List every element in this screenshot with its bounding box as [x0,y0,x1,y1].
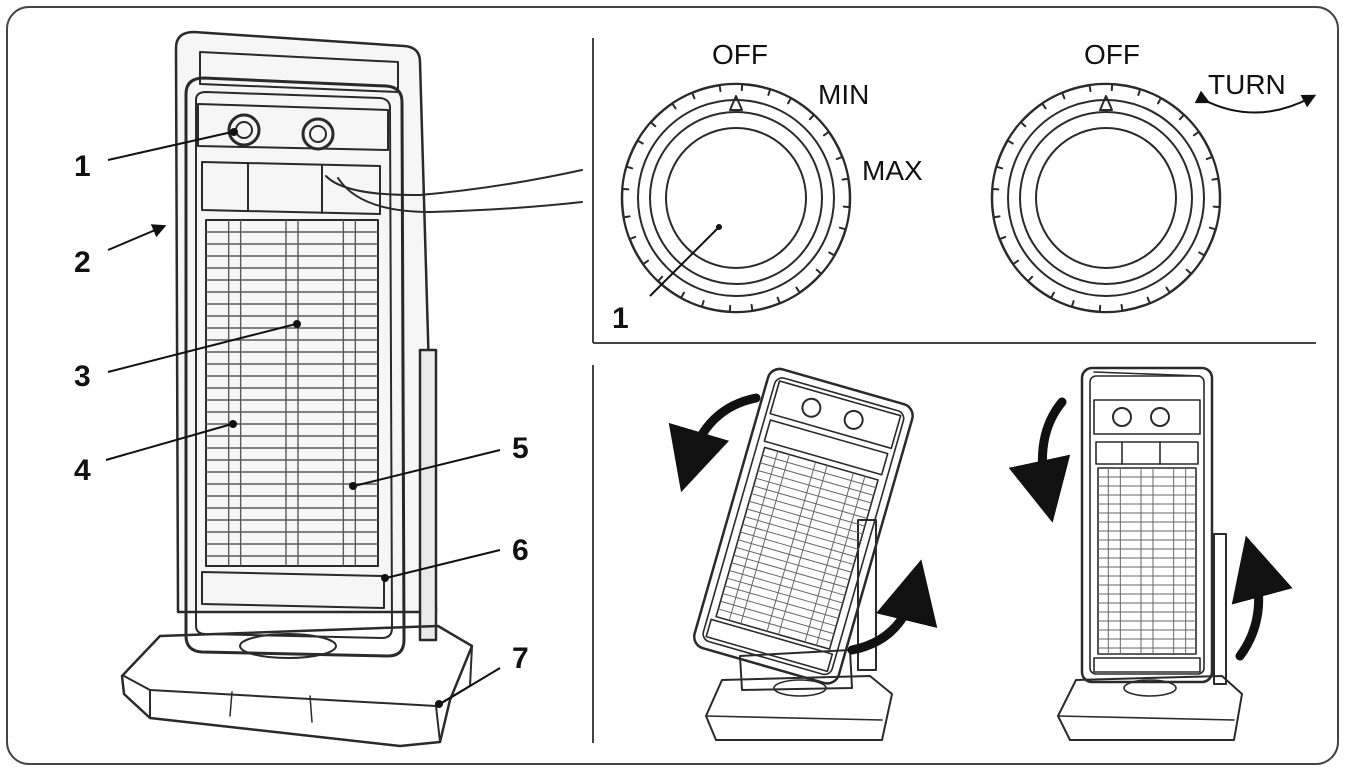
turn-arrow-icon [1194,90,1317,114]
heater-grille [205,219,379,567]
knob-label-turn: TURN [1208,69,1286,100]
knob-label-off-right: OFF [1084,39,1140,70]
callout-7: 7 [512,642,529,675]
knob-label-off-left: OFF [712,39,768,70]
timer-knob-detail [990,82,1222,314]
callout-3: 3 [74,360,91,393]
tilted-heater-illustration [668,367,938,741]
callout-6: 6 [512,534,529,567]
callout-2: 2 [74,246,91,279]
rotate-arrow-down-icon [1008,397,1071,523]
callout-leaders [105,128,501,708]
callout-4: 4 [74,454,91,487]
rotate-arrow-top-icon [668,393,761,493]
callout-1: 1 [74,150,91,183]
thermostat-knob-detail [620,82,852,314]
upright-heater-illustration [1008,366,1293,741]
callout-knob-1: 1 [612,302,629,335]
knob-label-min: MIN [818,79,869,110]
knob-label-max: MAX [862,155,923,186]
heater-knob-left [227,113,261,147]
rotate-arrow-up-icon [1231,535,1293,661]
heater-knob-right [301,117,335,151]
callout-5: 5 [512,432,529,465]
rotate-arrow-bottom-icon [847,559,938,655]
